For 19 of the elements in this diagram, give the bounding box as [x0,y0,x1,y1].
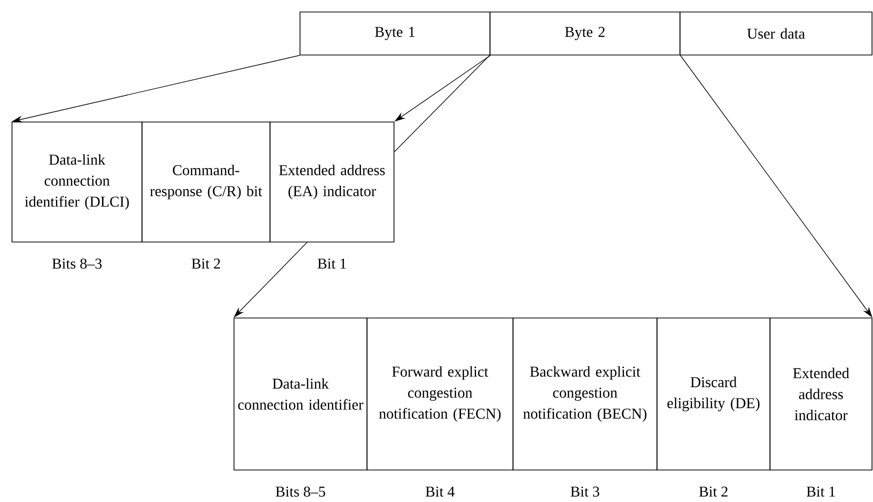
bit-label: Bits 8–3 [52,258,102,269]
bit-label: Bit 3 [570,486,600,497]
field-box: Backward explicit congestion notification (BECN) [512,318,658,470]
bit-label: Bit 4 [426,486,455,497]
bit-label: Bits 8–5 [276,486,326,497]
field-box: Forward explict congestion notification (FECN) [366,318,514,470]
bit-label: Bit 1 [318,258,346,269]
field-box: Data-link connection identifier [234,318,368,470]
field-box: Byte 2 [490,12,680,56]
bit-label: Bit 1 [806,486,835,497]
field-box: Command-response (C/R) bit [142,122,270,242]
bit-label: Bit 2 [699,486,728,497]
field-box: User data [680,12,872,56]
bit-label: Bit 2 [192,258,220,269]
field-box: Extended address (EA) indicator [270,122,394,242]
field-box: Discard eligibility (DE) [656,318,770,470]
field-box: Data-link connection identifier (DLCI) [12,122,142,242]
field-box: Byte 1 [300,12,490,56]
field-box: Extended address indicator [770,318,872,470]
